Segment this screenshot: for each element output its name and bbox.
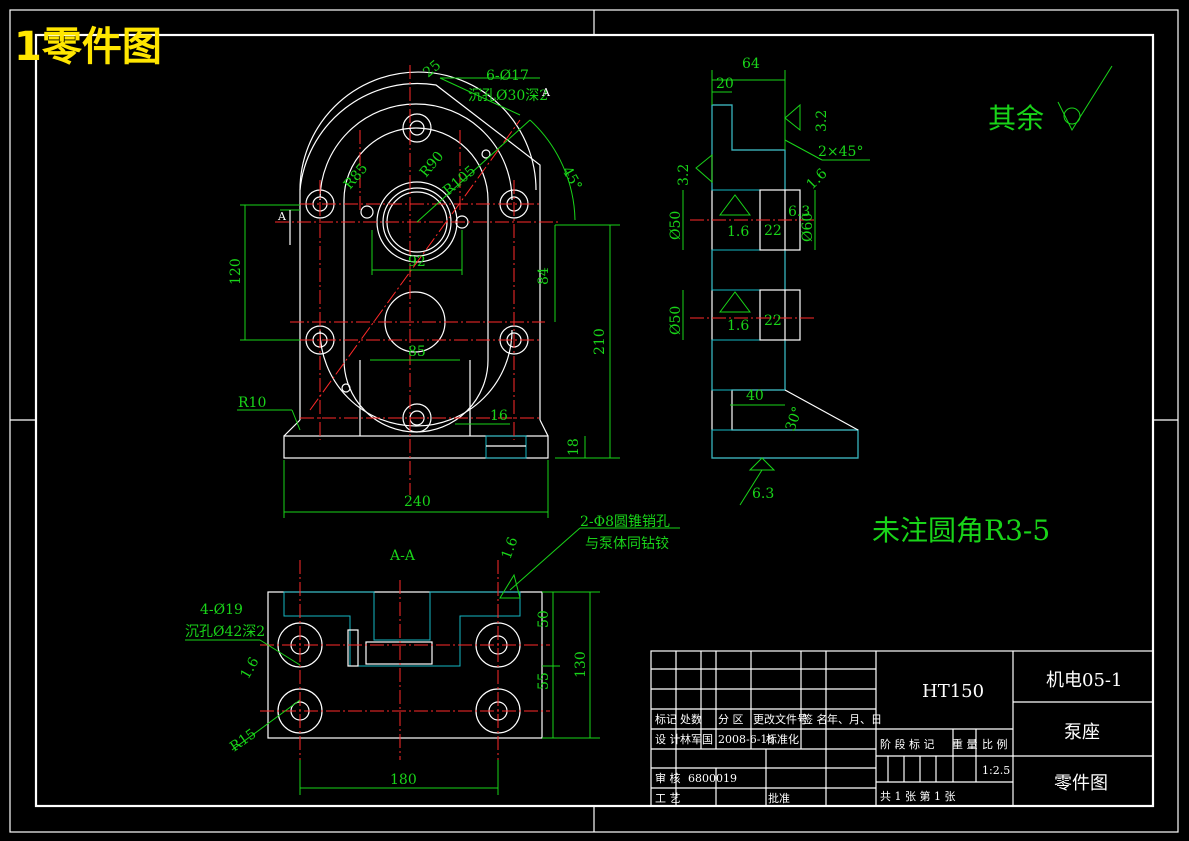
header-stage: 阶 段 标 记	[880, 737, 935, 751]
row-design: 设 计	[655, 733, 681, 746]
row-approve: 批准	[768, 791, 790, 805]
inner-border	[34, 33, 1155, 808]
radius-105: R105	[440, 163, 479, 199]
dim-50: 50	[536, 610, 552, 628]
material: HT150	[922, 681, 984, 702]
holes-label-4: 4-Ø19	[200, 602, 243, 618]
angle-30: 30°	[783, 405, 807, 434]
rough-1-6-b: 1.6	[727, 318, 749, 334]
dim-130: 130	[573, 651, 589, 678]
part-name: 泵座	[1064, 722, 1100, 743]
header-weight: 重 量	[952, 737, 978, 751]
header-mark: 标记	[655, 712, 677, 726]
sheets: 共 1 张 第 1 张	[880, 789, 955, 803]
pin-note: 与泵体同钻铰	[585, 536, 669, 552]
chamfer: 2×45°	[818, 144, 863, 160]
design-date: 2008-6-18	[718, 733, 774, 746]
rough-1-6: 1.6	[499, 535, 522, 561]
row-review: 审 核	[655, 771, 681, 785]
pin-label: 2-Φ8圆锥销孔	[580, 514, 670, 530]
section-mark-top: A	[541, 86, 551, 99]
dim-64: 64	[742, 56, 760, 72]
row-std: 标准化	[766, 732, 799, 746]
header-zone: 分 区	[718, 713, 744, 726]
roughness-symbol	[1057, 65, 1113, 132]
rough-3-2-top: 3.2	[814, 110, 830, 132]
dim-16: 16	[490, 408, 508, 424]
side-view: 64 20 3.2 3.2 2×45° 1.6 1.6 Ø50 Ø50 Ø60 …	[668, 56, 870, 506]
dim-40: 40	[746, 388, 764, 404]
rough-1-6-a: 1.6	[727, 224, 749, 240]
rough-3-2-left: 3.2	[676, 164, 692, 186]
dim-120: 120	[228, 258, 244, 285]
rough-small: 1.6	[804, 166, 831, 193]
drawing-title: 1零件图	[14, 24, 162, 70]
dim-18: 18	[566, 438, 582, 456]
header-scale: 比 例	[982, 737, 1008, 751]
dim-92: 92	[408, 254, 426, 270]
drawing-type: 零件图	[1054, 773, 1108, 794]
dim-20: 20	[716, 76, 734, 92]
row-process: 工 艺	[655, 792, 681, 805]
section-label: A-A	[389, 548, 416, 564]
designer: 林军国	[680, 732, 713, 746]
holes-label: 6-Ø17	[486, 68, 529, 84]
rough-1-6-b: 1.6	[238, 655, 263, 682]
dim-240: 240	[404, 494, 431, 510]
section-mark-left: A	[277, 210, 287, 223]
dim-180: 180	[390, 772, 417, 788]
radius-10: R10	[238, 395, 266, 411]
section-view: A-A 2-Φ8圆锥销孔 与泵体同钻铰 1.6 4-Ø19 沉孔Ø42深2 1.…	[185, 514, 680, 795]
scale: 1:2.5	[982, 764, 1010, 777]
rough-6-3: 6.3	[752, 486, 774, 502]
front-view: 6-Ø17 沉孔Ø30深2 A 25 45° R85 R90 R105 120 …	[228, 57, 620, 518]
header-sign: 签 名	[802, 712, 828, 726]
dim-phi50-a: Ø50	[668, 211, 684, 240]
remark-fillet: 未注圆角R3-5	[872, 514, 1050, 547]
dim-55: 55	[536, 672, 552, 690]
dim-phi50-b: Ø50	[668, 306, 684, 335]
dim-phi60: Ø60	[800, 213, 816, 242]
dim-210: 210	[592, 328, 608, 355]
radius-15: R15	[227, 726, 259, 755]
dim-22-a: 22	[764, 223, 782, 239]
header-count: 处数	[680, 713, 702, 726]
holes-note: 沉孔Ø30深2	[468, 88, 548, 104]
dim-22-b: 22	[764, 313, 782, 329]
dim-84: 84	[536, 267, 552, 285]
class-code: 机电05-1	[1046, 670, 1122, 691]
header-date: 年、月、日	[827, 712, 882, 726]
dim-6-3: 6.3	[788, 204, 810, 220]
header-docno: 更改文件号	[753, 712, 808, 726]
reviewer: 6800019	[688, 772, 737, 785]
holes-note-4: 沉孔Ø42深2	[185, 624, 265, 640]
radius-90: R90	[417, 149, 447, 181]
angle-45: 45°	[559, 164, 585, 194]
remark-rest: 其余	[988, 102, 1044, 135]
title-block: HT150 机电05-1 泵座 零件图 标记 处数 分 区 更改文件号 签 名 …	[650, 650, 1154, 807]
dim-85: 85	[408, 344, 426, 360]
